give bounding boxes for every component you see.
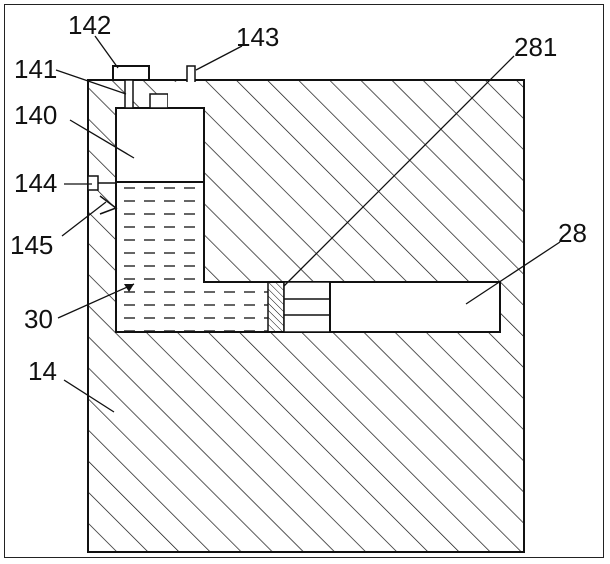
- label-30: 30: [24, 304, 53, 334]
- stem-141: [124, 79, 134, 109]
- label-141: 141: [14, 54, 57, 84]
- valve-145: [99, 195, 118, 215]
- piston-281: [267, 281, 285, 333]
- label-140: 140: [14, 100, 57, 130]
- label-281: 281: [514, 32, 557, 62]
- label-142: 142: [68, 10, 111, 40]
- port-144: [87, 175, 99, 191]
- cap-142: [112, 65, 150, 81]
- tank-140: [115, 107, 205, 183]
- top-block: [149, 93, 169, 109]
- rod-section: [283, 281, 331, 333]
- figure-border: [4, 4, 604, 558]
- component-28: [329, 281, 501, 333]
- label-145: 145: [10, 230, 53, 260]
- label-143: 143: [236, 22, 279, 52]
- label-28: 28: [558, 218, 587, 248]
- label-144: 144: [14, 168, 57, 198]
- liquid-30-horizontal: [204, 282, 268, 332]
- liquid-30-vertical: [116, 182, 204, 332]
- label-14: 14: [28, 356, 57, 386]
